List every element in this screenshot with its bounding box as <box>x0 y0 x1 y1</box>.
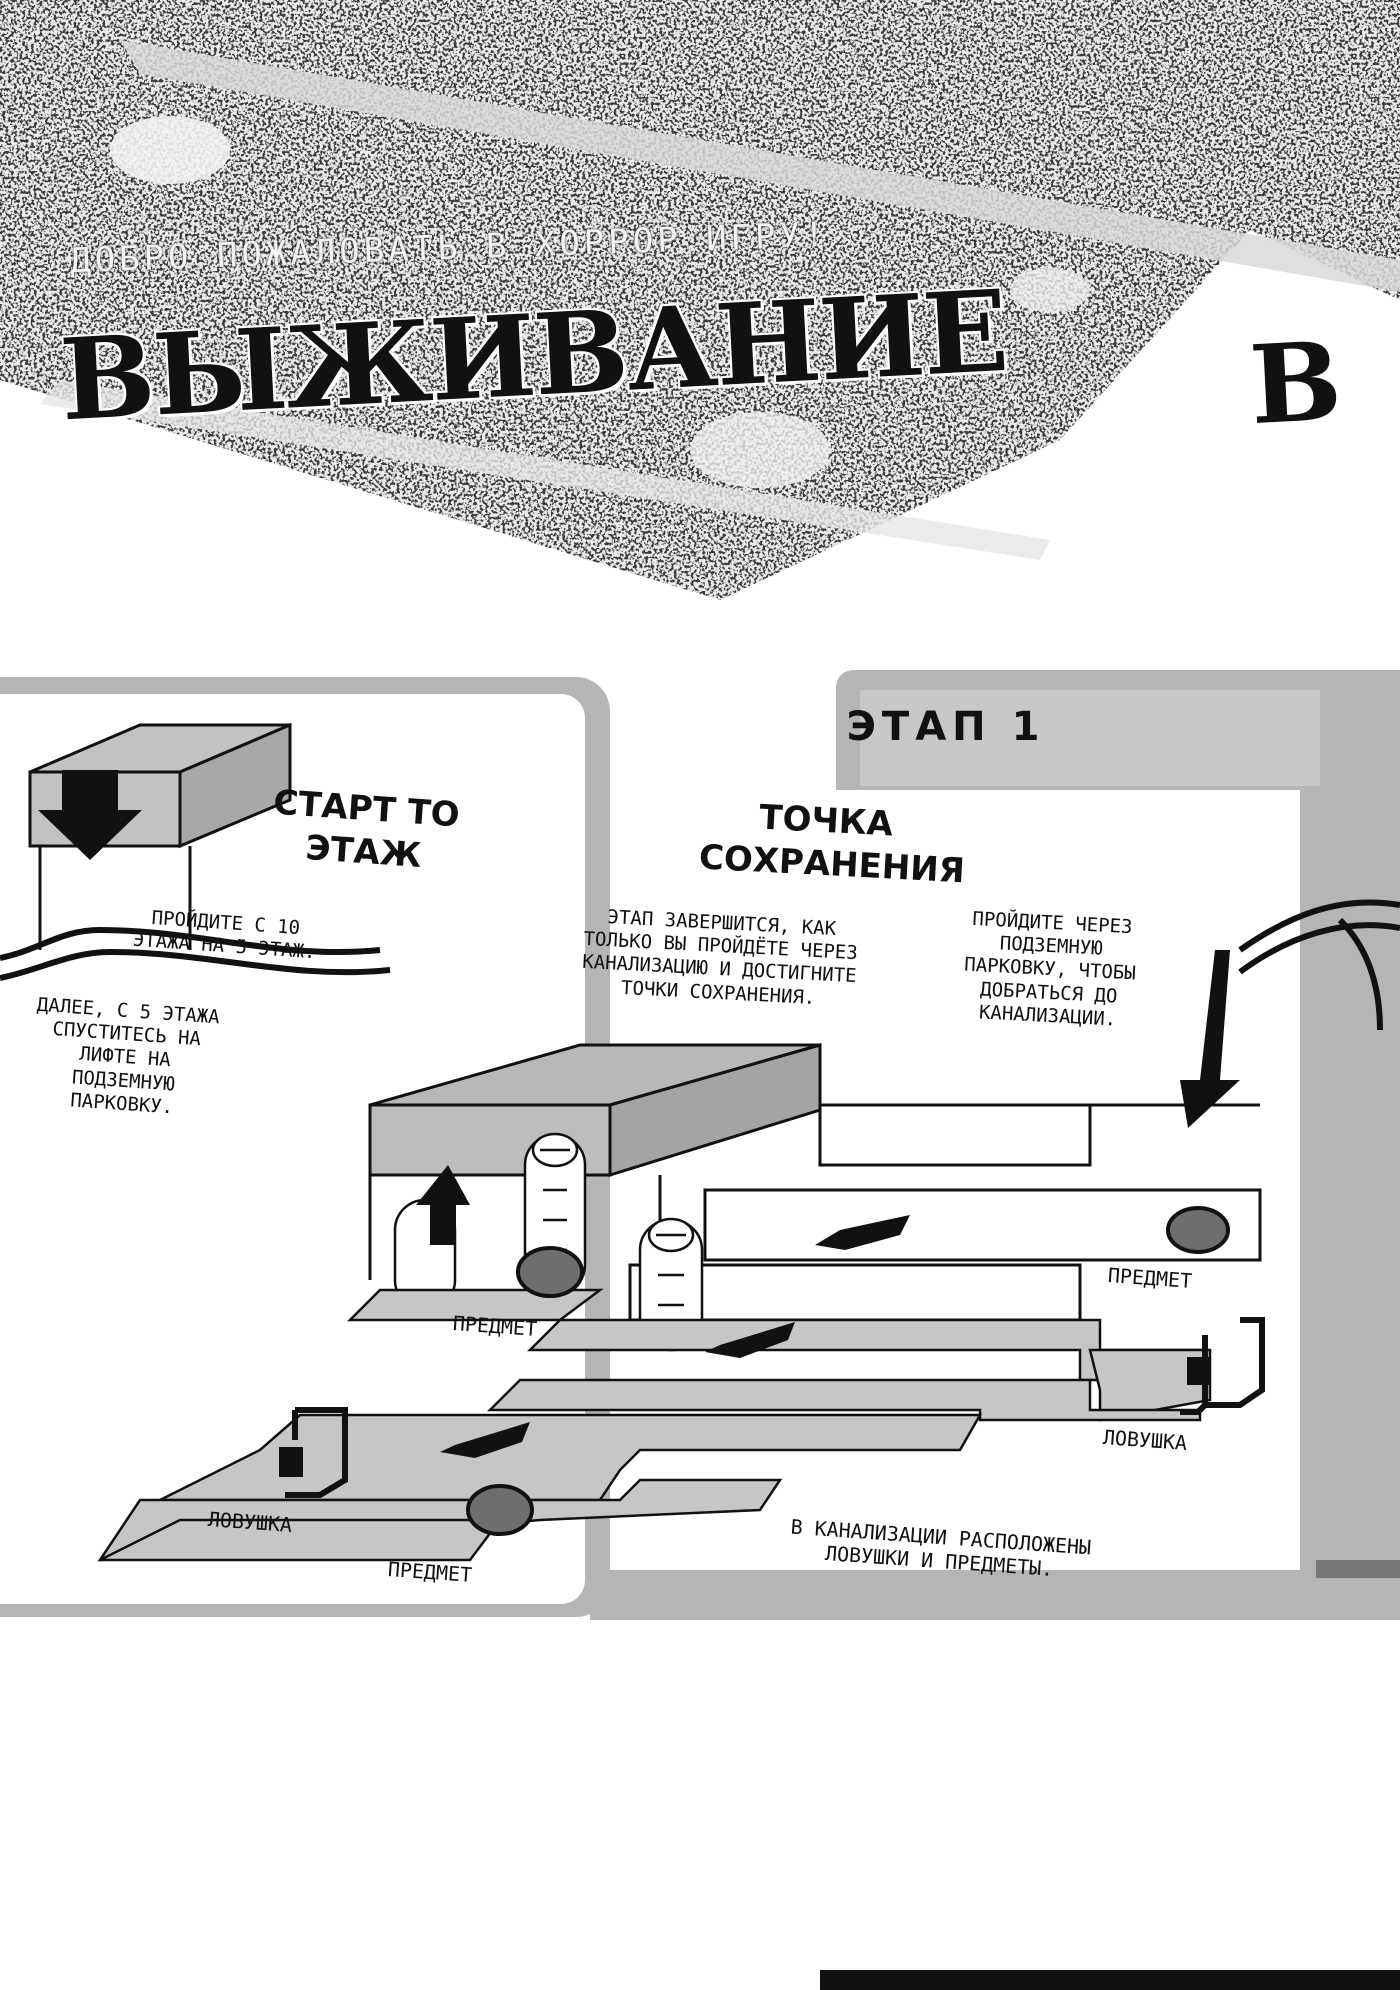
sewer-arrow-1-icon <box>815 1215 910 1250</box>
road-path <box>0 899 1400 1031</box>
left-panel-heading: СТАРТ ТО ЭТАЖ <box>247 780 482 881</box>
down-arrow-icon <box>38 770 142 860</box>
up-arrow-icon <box>416 1165 470 1245</box>
item-center-icon <box>516 1246 584 1298</box>
stage-title: ЭТАП 1 <box>846 704 1046 750</box>
item-bottom-icon <box>466 1484 534 1536</box>
bottom-edge-bar <box>820 1970 1400 1990</box>
parking-text: ПРОЙДИТЕ ЧЕРЕЗ ПОДЗЕМНУЮ ПАРКОВКУ, ЧТОБЫ… <box>927 906 1173 1034</box>
left-panel <box>0 677 610 1617</box>
save-point-heading: ТОЧКА СОХРАНЕНИЯ <box>698 794 966 892</box>
sewer-arrow-3-icon <box>440 1422 530 1458</box>
banner-texture <box>0 0 1400 600</box>
trap-right-icon <box>1180 1317 1265 1415</box>
save-point-building <box>368 1043 822 1280</box>
left-panel-text-2: ДАЛЕЕ, С 5 ЭТАЖА СПУСТИТЕСЬ НА ЛИФТЕ НА … <box>6 992 244 1124</box>
long-down-arrow-icon <box>1180 950 1240 1128</box>
item-right-icon <box>1166 1206 1230 1254</box>
right-panel <box>590 670 1400 1620</box>
game-logo-fragment: В <box>1246 318 1345 450</box>
sewer-arrow-2-icon <box>705 1322 795 1358</box>
save-point-text: ЭТАП ЗАВЕРШИТСЯ, КАК ТОЛЬКО ВЫ ПРОЙДЁТЕ … <box>538 903 902 1014</box>
trap-left-icon <box>279 1407 348 1498</box>
